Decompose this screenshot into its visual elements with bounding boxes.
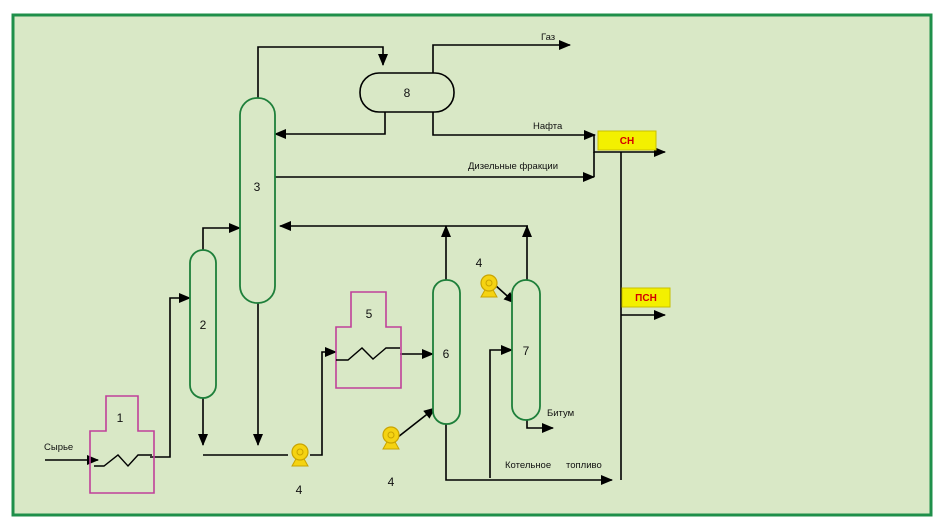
- gas-label: Газ: [541, 32, 555, 43]
- pump-4a: 4: [291, 443, 309, 497]
- pump-4a-label: 4: [296, 483, 303, 497]
- tag-psn-label: ПСН: [635, 293, 657, 304]
- fuel-oil-label-2: топливо: [566, 460, 602, 471]
- line-c3-to-s8: [257, 46, 388, 100]
- pump-4b-label: 4: [388, 475, 395, 489]
- column-2-label: 2: [200, 318, 207, 332]
- furnace-1-label: 1: [117, 411, 124, 425]
- pipes: [45, 40, 666, 485]
- pump-4b: 4: [382, 426, 400, 489]
- line-reflux: [274, 112, 386, 139]
- column-6: 6: [432, 279, 461, 425]
- column-2: 2: [189, 249, 217, 399]
- bitumen-label: Битум: [547, 408, 574, 419]
- line-naphtha: [432, 112, 596, 140]
- furnace-5: 5: [335, 291, 402, 389]
- feed-label: Сырье: [44, 442, 73, 453]
- line-pump-to-c6: [397, 407, 436, 438]
- line-gas: [432, 40, 571, 73]
- column-3: 3: [239, 97, 276, 304]
- pump-4c-label: 4: [476, 256, 483, 270]
- tag-sn-label: СН: [620, 136, 634, 147]
- column-6-label: 6: [443, 347, 450, 361]
- column-3-label: 3: [254, 180, 261, 194]
- line-c6-to-c7: [489, 345, 513, 478]
- diagram-background: [11, 13, 933, 517]
- separator-8-label: 8: [404, 86, 411, 100]
- pump-4c: 4: [476, 256, 498, 298]
- tag-psn: ПСН: [621, 287, 671, 308]
- separator-8: 8: [359, 72, 455, 113]
- naphtha-label: Нафта: [533, 121, 563, 132]
- column-7-label: 7: [523, 344, 530, 358]
- diesel-label: Дизельные фракции: [468, 161, 558, 172]
- tag-sn: СН: [597, 130, 657, 151]
- line-c6-bottom: [445, 423, 613, 485]
- fuel-oil-label-1: Котельное: [505, 460, 551, 471]
- line-c2-to-c3: [202, 223, 241, 250]
- line-f1-to-c2: [150, 293, 191, 458]
- line-pump-to-f5: [310, 347, 337, 456]
- line-bitumen: [526, 418, 554, 433]
- column-7: 7: [511, 279, 541, 421]
- furnace-1: 1: [89, 395, 155, 494]
- furnace-5-label: 5: [366, 307, 373, 321]
